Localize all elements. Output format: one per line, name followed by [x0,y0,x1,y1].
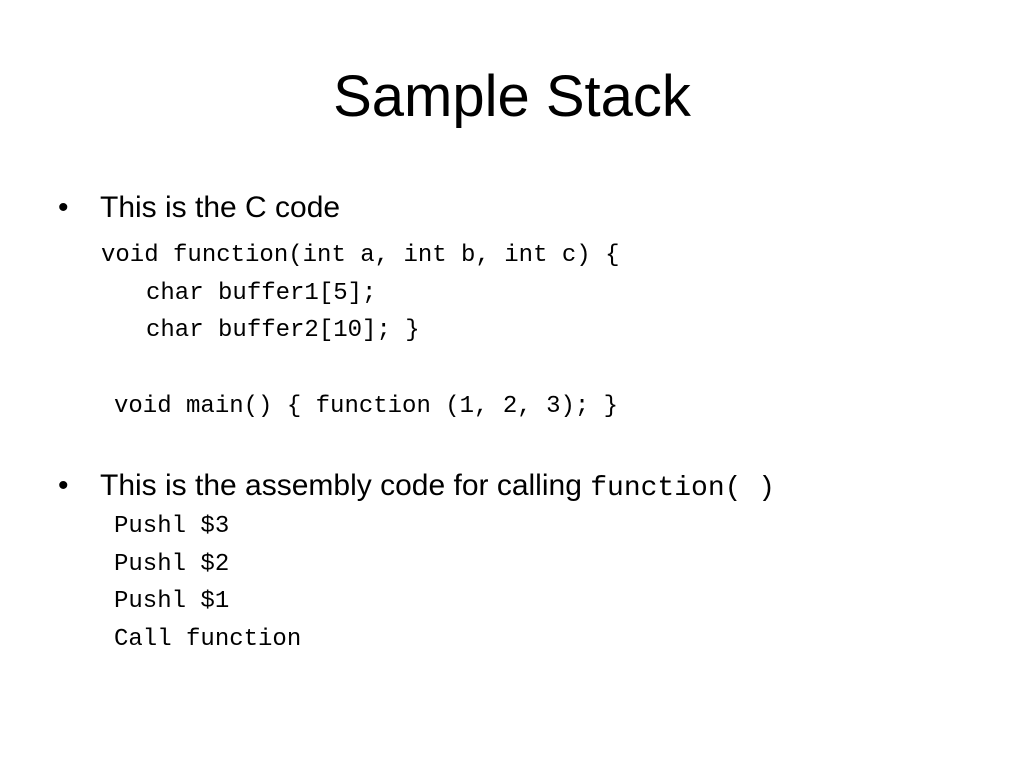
slide-title: Sample Stack [333,64,691,129]
c-code-line-4: void main() { function (1, 2, 3); } [114,393,619,420]
bullet-marker: • [58,469,69,502]
bullet-text: This is the assembly code for calling [100,469,591,502]
c-code-line-1: void function(int a, int b, int c) { [101,242,620,269]
inline-code-function: function( ) [590,473,776,504]
bullet-text: This is the C code [100,191,341,224]
asm-code-line-4: Call function [114,626,302,653]
c-code-line-2: char buffer1[5]; [146,280,377,307]
bullet-c-code: • This is the C code [58,190,340,226]
bullet-assembly-code: • This is the assembly code for calling f… [58,468,775,507]
bullet-marker: • [58,191,69,224]
asm-code-line-3: Pushl $1 [114,588,230,615]
asm-code-line-2: Pushl $2 [114,551,230,578]
asm-code-line-1: Pushl $3 [114,513,230,540]
c-code-line-3: char buffer2[10]; } [146,317,420,344]
